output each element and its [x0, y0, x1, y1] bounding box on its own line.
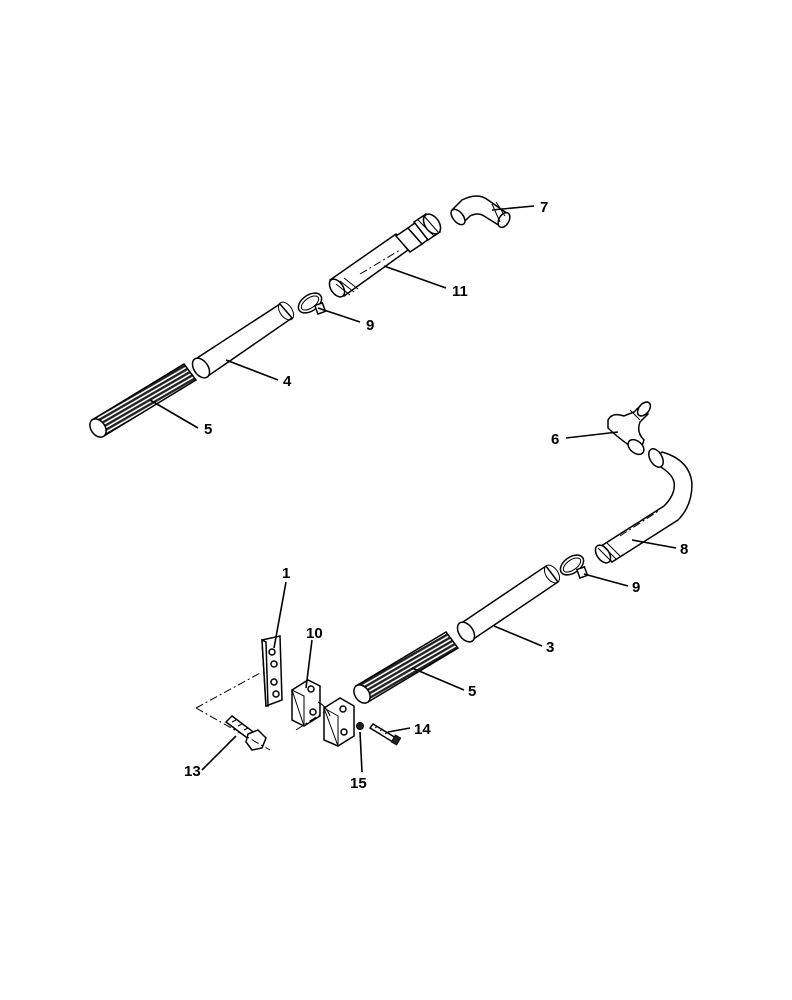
- mounting-bracket-part-1: [261, 635, 283, 708]
- callout-labels: 7 11 9 4 5 6 8 9 3 5 1 10 13 14 15: [184, 199, 688, 792]
- hose-clamp-part-9-lower: [559, 554, 589, 580]
- assembly-center-lines: [195, 249, 661, 751]
- callout-9-lower: 9: [632, 579, 640, 596]
- washer-part-15: [356, 722, 364, 730]
- bent-tube-part-8: [594, 448, 693, 564]
- callout-6: 6: [551, 431, 559, 448]
- callout-7: 7: [540, 199, 548, 216]
- screw-part-14: [368, 723, 402, 746]
- callout-9-upper: 9: [366, 317, 374, 334]
- hose-part-4: [191, 301, 295, 379]
- hose-part-3: [456, 564, 561, 643]
- hose-clamp-part-9-upper: [297, 292, 327, 316]
- clamp-block-part-10: [291, 679, 355, 747]
- corrugated-sleeve-part-5-lower: [353, 631, 460, 704]
- callout-1: 1: [282, 565, 290, 582]
- callout-14: 14: [414, 721, 431, 738]
- callout-4: 4: [283, 373, 292, 390]
- callout-10: 10: [306, 625, 323, 642]
- elbow-fitting-part-7: [450, 195, 511, 229]
- elbow-fitting-part-6: [607, 401, 652, 456]
- callout-8: 8: [680, 541, 688, 558]
- bolt-part-13: [224, 715, 267, 751]
- callout-5-upper: 5: [204, 421, 212, 438]
- callout-13: 13: [184, 763, 201, 780]
- corrugated-sleeve-part-5-upper: [89, 363, 198, 438]
- callout-11: 11: [452, 283, 468, 300]
- leader-lines: [149, 205, 677, 773]
- connector-tube-part-11: [328, 212, 442, 298]
- callout-15: 15: [350, 775, 367, 792]
- callout-5-lower: 5: [468, 683, 476, 700]
- callout-3: 3: [546, 639, 554, 656]
